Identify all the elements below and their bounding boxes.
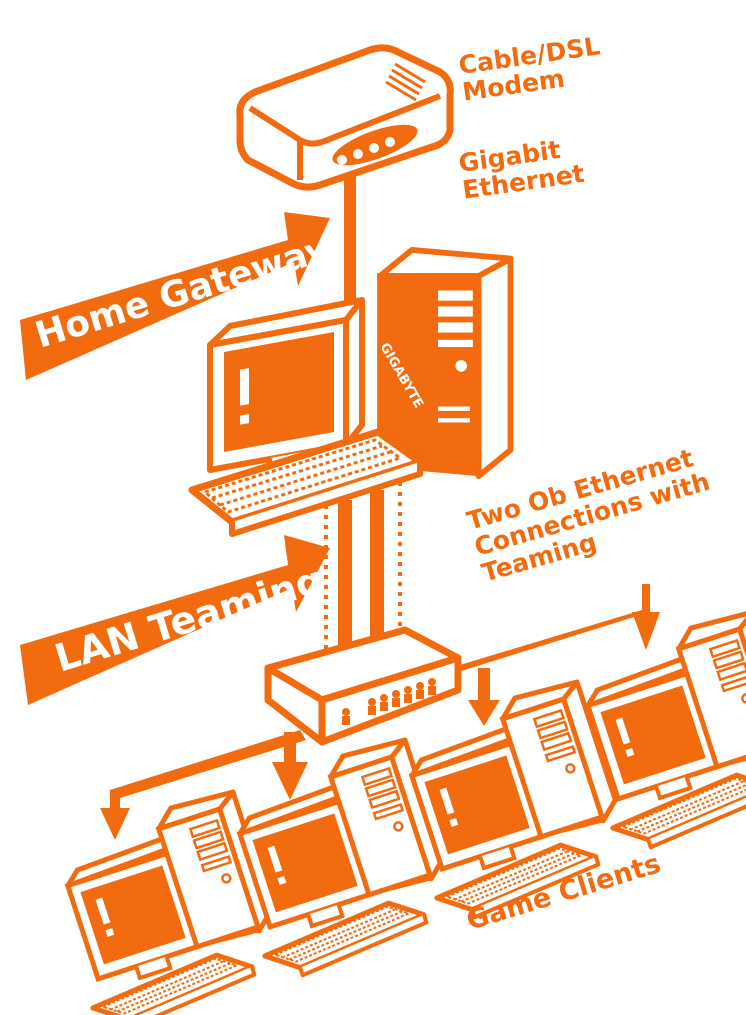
network-switch-icon — [264, 626, 462, 746]
cable-modem-icon — [236, 44, 454, 191]
two-ob-ethernet-label: Two Ob Ethernet Connections with Teaming — [464, 438, 729, 587]
server-tower-icon — [377, 246, 514, 480]
gateway-cable — [344, 165, 356, 305]
teaming-cables — [324, 482, 402, 680]
gigabit-ethernet-label: Gigabit Ethernet — [457, 132, 586, 205]
distribution-arrows — [100, 584, 660, 840]
server-monitor-icon — [188, 297, 424, 537]
modem-label: Cable/DSL Modem — [457, 30, 615, 106]
